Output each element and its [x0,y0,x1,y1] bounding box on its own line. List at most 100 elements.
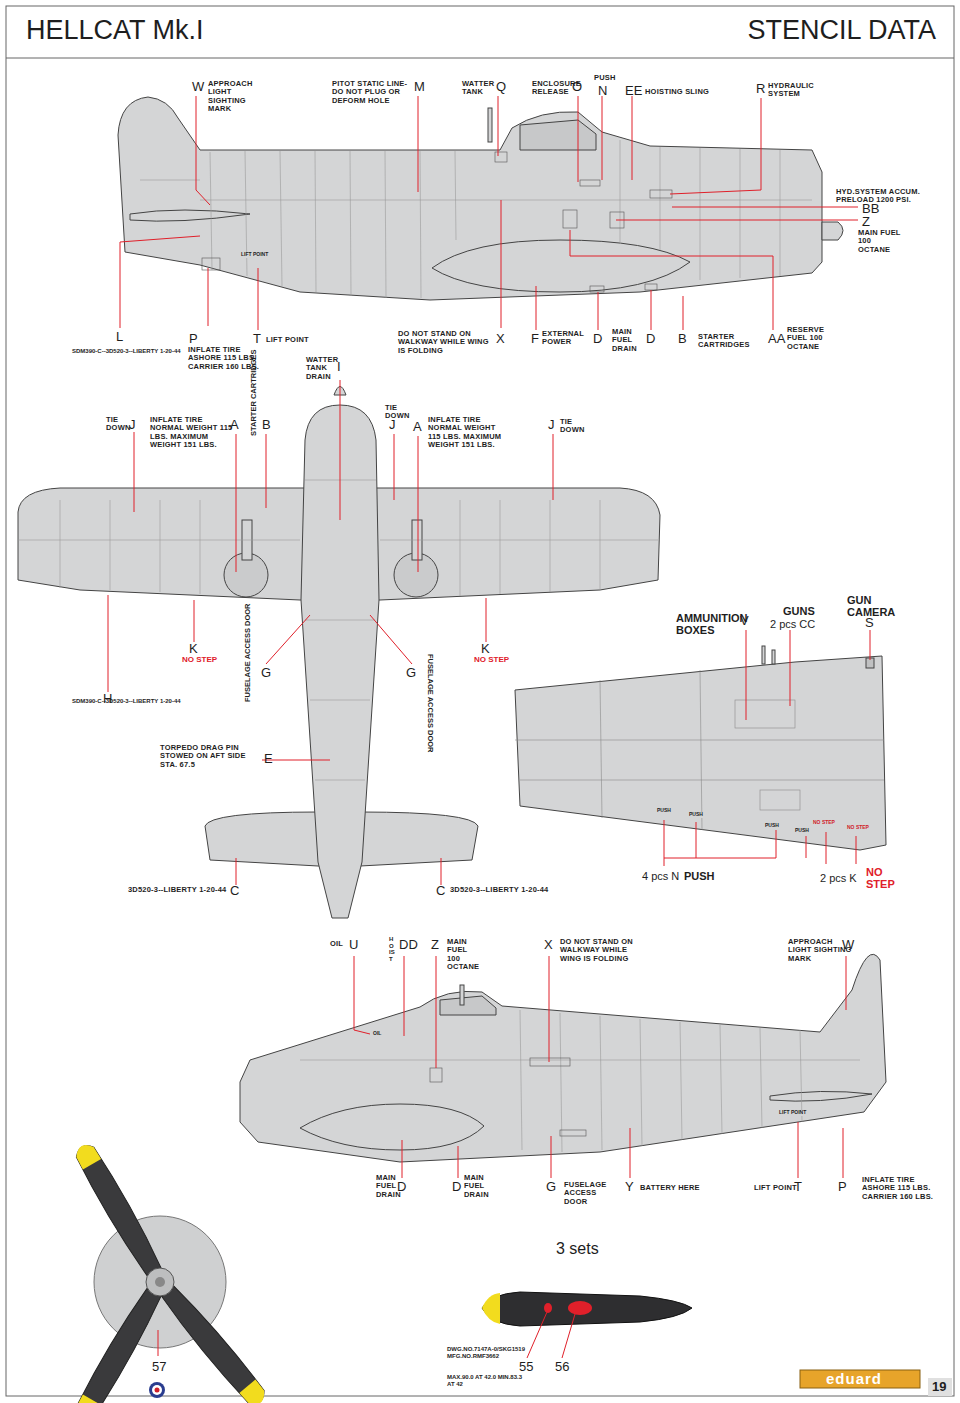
stencil-caption: 3D520-3--LIBERTY 1-20-44 [128,886,226,894]
stencil-caption: 2 pcs CC [770,618,815,630]
callout-letter: P [189,332,198,346]
callout-letter: EE [625,84,642,98]
callout-letter: D [397,1180,406,1194]
stencil-text: PUSH [656,808,672,814]
stencil-caption: APPROACH LIGHT SIGHTING MARK [208,80,270,113]
stencil-caption: SDM390-C--3D520-3--LIBERTY 1-20-44 [72,698,181,705]
callout-letter: G [546,1180,556,1194]
stencil-caption: 3 sets [556,1240,599,1258]
stencil-caption: 3D520-3--LIBERTY 1-20-44 [450,886,548,894]
stencil-caption: TIE DOWN [560,418,584,435]
stencil-caption: AMMUNITION BOXES [676,612,738,636]
stencil-caption: 2 pcs K [820,872,857,884]
callout-letter: S [865,616,874,630]
stencil-caption: LIFT POINT [754,1184,797,1192]
callout-letter: C [230,884,239,898]
stencil-text: NO STEP [812,820,836,826]
callout-letter: D [593,332,602,346]
callout-letter: D [646,332,655,346]
stencil-caption: SDM390-C--3D520-3--LIBERTY 1-20-44 [72,348,181,355]
callout-letter: J [129,418,136,432]
callout-letter: T [794,1180,802,1194]
callout-letter: M [414,80,425,94]
stencil-caption: ENCLOSURE RELEASE [532,80,578,97]
stencil-caption: STENCIL DATA [747,16,936,46]
callout-letter: Y [625,1180,634,1194]
decal-number: 19 [932,1380,946,1394]
stencil-caption: HYDRAULIC SYSTEM [768,82,818,99]
callout-letter: U [349,938,358,952]
stencil-text: LIFT POINT [240,252,269,258]
callout-letter: W [842,938,854,952]
callout-letter: Z [431,938,439,952]
page-title: HELLCAT Mk.I [26,16,204,46]
stencil-caption: FUSELAGE ACCESS DOOR [244,604,252,702]
stencil-caption: DO NOT STAND ON WALKWAY WHILE WING IS FO… [560,938,648,963]
callout-letter: D [452,1180,461,1194]
stencil-caption: MAIN FUEL 100 OCTANE [858,229,902,254]
stencil-caption: STARTER CARTRIDGES [250,349,258,436]
stencil-caption: HYD.SYSTEM ACCUM. PRELOAD 1200 PSI. [836,188,936,205]
stencil-caption: INFLATE TIRE ASHORE 115 LBS. CARRIER 160… [862,1176,946,1201]
stencil-text: OIL [372,1031,382,1037]
stencil-text: PUSH [688,812,704,818]
callout-letter: I [337,360,341,374]
stencil-text: PUSH [764,823,780,829]
stencil-caption: MAIN FUEL 100 OCTANE [447,938,479,971]
callout-letter: AA [768,332,785,346]
callout-letter: V [740,614,749,628]
callout-letter: L [116,330,123,344]
stencil-caption: PITOT STATIC LINE-DO NOT PLUG OR DEFORM … [332,80,414,105]
callout-letter: DD [399,938,418,952]
callout-letter: Z [862,215,870,229]
stencil-caption: GUN CAMERA [847,594,895,618]
callout-letter: P [838,1180,847,1194]
callout-letter: G [406,666,416,680]
callout-letter: B [678,332,687,346]
callout-letter: A [413,420,422,434]
stencil-caption: MAIN FUEL DRAIN [464,1174,494,1199]
callout-letter: T [253,332,261,346]
decal-number: 55 [519,1360,533,1374]
stencil-caption: MAIN FUEL DRAIN [612,328,642,353]
stencil-caption: eduard [826,1371,882,1388]
stencil-caption: LIFT POINT [266,336,309,344]
stencil-caption: INFLATE TIRE NORMAL WEIGHT 115 LBS. MAXI… [150,416,236,449]
callout-letter: X [544,938,553,952]
stencil-caption: RESERVE FUEL 100 OCTANE [787,326,823,351]
stencil-caption: FUSELAGE ACCESS DOOR [564,1181,614,1206]
stencil-caption: TIE DOWN [106,416,132,433]
stencil-caption: WATTER TANK [462,80,498,97]
stencil-caption: WATTER TANK DRAIN [306,356,338,381]
callout-letter: X [496,332,505,346]
stencil-caption: MAX.90.0 AT 42.0 MIN.83.3 AT 42 [447,1374,527,1387]
stencil-caption: DO NOT STAND ON WALKWAY WHILE WING IS FO… [398,330,498,355]
stencil-caption: TIE DOWN [385,404,409,421]
stencil-caption: PUSH [594,74,616,82]
decal-number: 56 [555,1360,569,1374]
stencil-caption: STARTER CARTRIDGES [698,333,748,350]
callout-letter: G [261,666,271,680]
stencil-caption: 4 pcs N [642,870,679,882]
stencil-text: PUSH [794,828,810,834]
stencil-caption: HOIST [389,936,395,962]
callout-letter: J [389,418,396,432]
stencil-text: NO STEP [846,825,870,831]
stencil-caption: DWG.NO.7147A-0/SKG1519 MFG.NO.RMF3662 [447,1346,543,1359]
stencil-caption: PUSH [684,870,715,882]
callout-letter: A [230,418,239,432]
stencil-caption: NO STEP [182,656,217,665]
stencil-caption: NO STEP [866,866,900,890]
callout-letter: O [572,80,582,94]
callout-letter: R [756,82,765,96]
callout-letter: W [192,80,204,94]
stencil-caption: GUNS [783,605,815,617]
stencil-caption: TORPEDO DRAG PIN STOWED ON AFT SIDE STA.… [160,744,260,769]
stencil-text: LIFT POINT [778,1110,807,1116]
callout-letter: F [531,332,539,346]
stencil-caption: NO STEP [474,656,509,665]
stencil-caption: INFLATE TIRE NORMAL WEIGHT 115 LBS. MAXI… [428,416,510,449]
stencil-caption: HOISTING SLING [645,88,709,96]
stencil-caption: EXTERNAL POWER [542,330,584,347]
stencil-caption: OIL [330,940,343,948]
